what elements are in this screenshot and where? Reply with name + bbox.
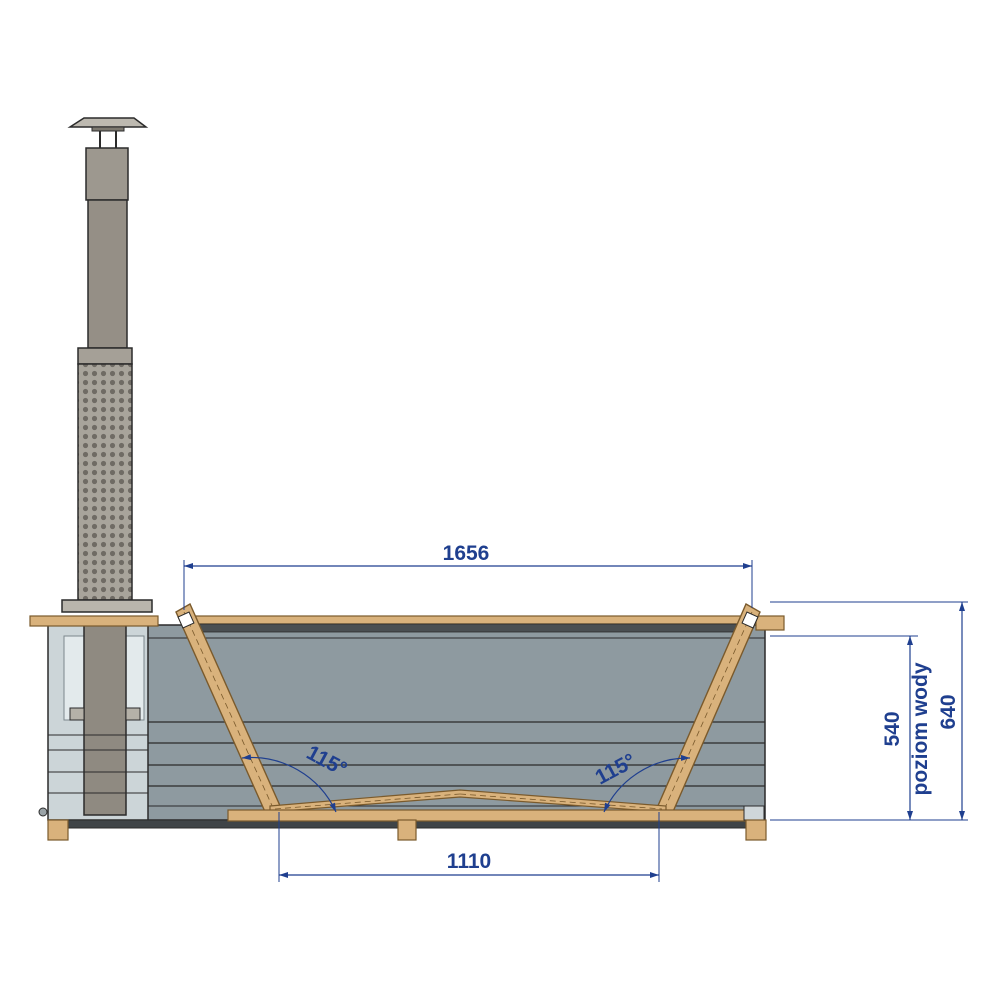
chimney-shield-base (61, 599, 153, 613)
foot-middle (397, 819, 417, 841)
total-height-value: 640 (937, 694, 960, 729)
foot-right (745, 819, 767, 841)
chimney (61, 117, 153, 613)
stove-flue-pipe (83, 624, 127, 816)
foot-left (47, 819, 69, 841)
chimney-collar (77, 347, 133, 365)
top-rim-main (187, 615, 749, 625)
dimension-top-width-label: 1656 (443, 542, 490, 565)
stove-compartment (38, 624, 153, 821)
floor-base-board (227, 809, 749, 822)
dimension-water-level: 540 poziom wody (770, 635, 932, 821)
chimney-pipe-middle (87, 199, 128, 349)
chimney-heat-shield (77, 363, 133, 601)
dimension-bottom-width: 1110 (278, 812, 660, 882)
water-level-label: poziom wody (909, 662, 932, 795)
chimney-pipe-upper (85, 147, 129, 201)
top-rim-left (29, 615, 159, 627)
drain-valve-icon (38, 807, 48, 817)
chimney-cap (67, 117, 149, 148)
top-rim-right (755, 615, 785, 631)
support-feet (47, 819, 767, 841)
water-level-value: 540 (881, 711, 904, 746)
dimension-top-width: 1656 (183, 542, 753, 610)
dimension-bottom-width-label: 1110 (447, 850, 491, 873)
dimension-total-height: 640 (770, 601, 968, 821)
